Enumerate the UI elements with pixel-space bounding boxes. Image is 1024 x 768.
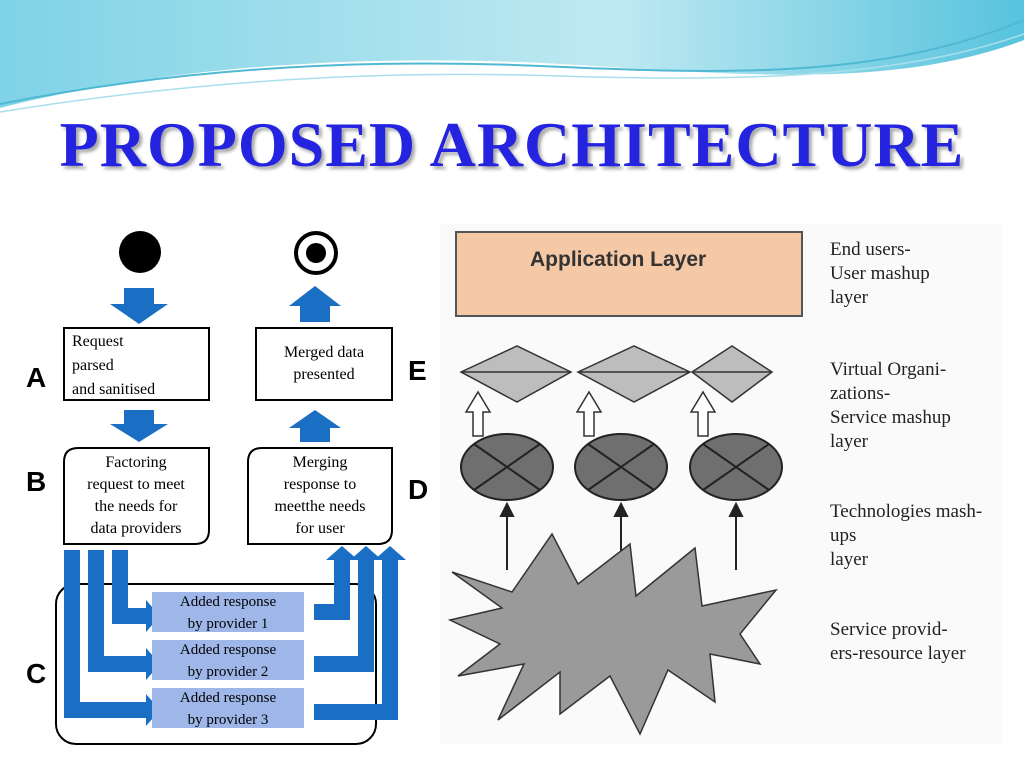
factoring-box-label: Factoring request to meet the needs for … xyxy=(87,454,185,537)
slide-title: PROPOSED ARCHITECTURE xyxy=(59,109,965,180)
merged-box xyxy=(255,327,393,401)
outgoing-arrows xyxy=(64,550,160,726)
letter-d: D xyxy=(408,474,429,505)
service-mashup-diamonds xyxy=(459,345,774,403)
request-box xyxy=(63,327,210,401)
technology-circles xyxy=(460,433,783,501)
virtual-orgs-label: Virtual Organi- zations- Service mashup … xyxy=(830,359,951,452)
provider-label-3: Added response by provider 3 xyxy=(179,690,277,728)
end-users-label: End users- User mashup layer xyxy=(830,239,930,308)
provider-label-1: Added response by provider 1 xyxy=(179,594,277,632)
provider-box-2 xyxy=(152,640,304,680)
start-node xyxy=(119,231,161,273)
flow-diagram xyxy=(55,231,406,745)
provider-label-2: Added response by provider 2 xyxy=(179,642,277,680)
layer-diagram xyxy=(440,224,1002,744)
provider-box-1 xyxy=(152,592,304,632)
arrow-up-1 xyxy=(289,286,341,322)
factoring-box xyxy=(63,447,210,545)
arrow-down-1 xyxy=(110,288,168,324)
merging-box-label: Merging response to meetthe needs for us… xyxy=(274,454,366,537)
request-box-label: Request parsed and sanitised xyxy=(72,333,156,398)
header-wave xyxy=(0,0,1024,113)
letter-c: C xyxy=(26,658,47,689)
provider-box-3 xyxy=(152,688,304,728)
application-layer-label: Application Layer xyxy=(530,248,707,271)
letter-e: E xyxy=(408,355,427,386)
service-providers-label: Service provid- ers-resource layer xyxy=(830,619,966,664)
arrow-up-2 xyxy=(289,410,341,442)
letter-b: B xyxy=(26,466,47,497)
incoming-arrows xyxy=(314,546,406,720)
application-layer-box xyxy=(455,231,803,317)
hollow-up-arrows xyxy=(464,390,717,437)
technologies-label: Technologies mash- ups layer xyxy=(830,501,983,570)
merging-box xyxy=(247,447,393,545)
merged-box-label: Merged data presented xyxy=(283,344,365,383)
end-node-inner xyxy=(306,243,326,263)
arrow-down-2 xyxy=(110,410,168,442)
resource-starburst xyxy=(447,532,778,736)
letter-a: A xyxy=(26,362,47,393)
